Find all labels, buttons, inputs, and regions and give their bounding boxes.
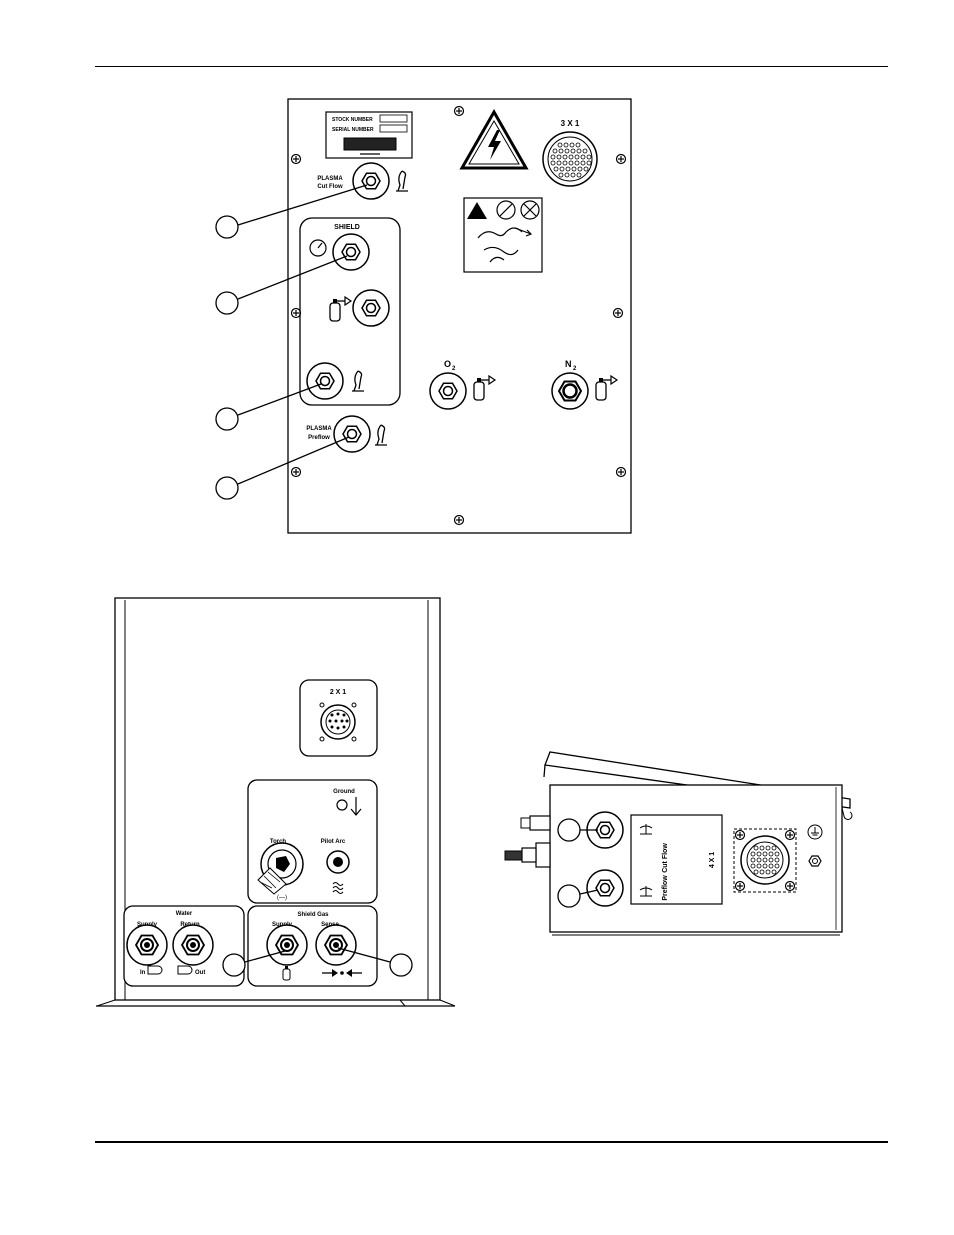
nameplate: STOCK NUMBER SERIAL NUMBER [325,111,413,159]
shield-gas-label: Shield Gas [297,912,329,918]
shield-gas-sense-label: Sense [321,922,339,928]
safety-warning-label [463,197,543,273]
stock-number-label: STOCK NUMBER [332,117,373,123]
pressure-gauge-icon [309,239,327,257]
water-out-label: Out [195,970,205,976]
screw-icon [453,514,465,526]
shield-gas-supply-fitting[interactable] [266,924,308,966]
callout-circle [215,476,239,500]
screw-icon [734,880,746,892]
sense-arrows-icon [322,969,362,977]
cut-flow-label: Cut Flow [662,843,669,873]
plasma-cut-flow-label-line2: Cut Flow [317,184,343,190]
n2-label: N [565,359,572,369]
screw-icon [290,153,302,165]
callout-circle [557,818,581,842]
side-fitting-stub [504,815,551,868]
torch-icon [639,824,653,835]
high-frequency-icon [332,882,344,894]
torch-label: Torch [270,839,287,845]
screw-icon [734,829,746,841]
connector-2x1-icon [319,702,357,742]
gas-bottle-icon [282,966,291,981]
callout-circle [215,215,239,239]
callout-circle [215,407,239,431]
ground-nut[interactable] [808,855,822,867]
o2-label: O [444,359,451,369]
preflow-fitting[interactable] [586,869,624,907]
torch-polarity-label: (—) [277,895,287,901]
water-label: Water [176,911,193,917]
plasma-cut-flow-label-line1: PLASMA [317,176,343,182]
screw-icon [615,466,627,478]
preflow-label: Preflow [662,875,669,901]
callout-circle [215,291,239,315]
shield-gas-sense-fitting[interactable] [315,924,357,966]
ground-icon [807,824,823,840]
ground-stud[interactable] [336,799,348,811]
callout-circle [222,953,246,977]
plasma-preflow-fitting[interactable] [333,415,371,453]
plasma-preflow-label-line2: Preflow [308,435,330,441]
serial-number-label: SERIAL NUMBER [332,127,374,133]
connector-4x1-label: 4 X 1 [709,852,716,868]
rear-panel: 2 X 1 Ground Torch Pilot Arc [96,597,456,1007]
shield-gauge-fitting[interactable] [332,233,370,271]
screw-icon [784,880,796,892]
water-supply-fitting[interactable] [126,924,168,966]
footer-rule [95,1141,888,1143]
torch-lead-connector[interactable] [257,842,304,895]
connector-3x1-label: 3 X 1 [561,119,580,128]
plasma-cut-flow-fitting[interactable] [352,162,390,200]
callout-circle [557,884,581,908]
shield-torch-fitting[interactable] [306,362,344,400]
shield-supply-fitting[interactable] [352,289,390,327]
torch-icon [639,886,653,897]
water-in-icon [147,965,163,975]
pilot-arc-connector[interactable] [326,850,350,874]
pilot-arc-label: Pilot Arc [321,839,346,845]
water-in-label: In [140,970,146,976]
o2-subscript: 2 [452,366,456,372]
shield-group-frame [299,217,401,406]
plasma-preflow-label-line1: PLASMA [306,426,332,432]
screw-icon [290,307,302,319]
screw-icon [453,105,465,117]
ground-label: Ground [333,789,355,795]
o2-inlet-fitting[interactable] [429,372,467,410]
header-rule [95,66,888,67]
screw-icon [615,153,627,165]
screw-icon [290,466,302,478]
shield-label: SHIELD [334,224,360,231]
connector-4x1-icon [733,828,797,893]
side-view-panel: Cut Flow Preflow 4 X 1 [504,751,853,936]
water-out-icon [177,965,193,975]
high-voltage-warning-icon [459,108,529,170]
connector-3x1-icon [542,131,598,187]
connector-2x1-label: 2 X 1 [330,689,346,696]
n2-inlet-fitting[interactable] [551,372,589,410]
n2-subscript: 2 [573,366,577,372]
water-return-fitting[interactable] [172,924,214,966]
screw-icon [612,307,624,319]
screw-icon [784,829,796,841]
gas-console-panel: STOCK NUMBER SERIAL NUMBER 3 X 1 [215,98,632,534]
callout-circle [389,953,413,977]
ground-icon [350,797,362,816]
